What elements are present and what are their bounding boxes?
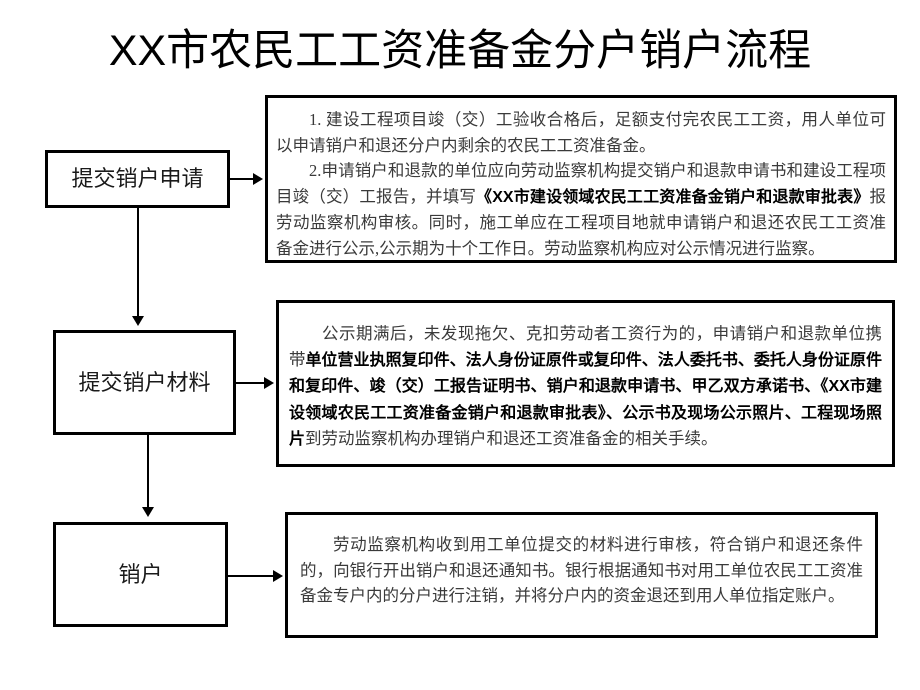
emphasis-text: 《XX市建设领域农民工工资准备金销户和退款审批表》 bbox=[476, 188, 870, 206]
detail-text: 公示期满后，未发现拖欠、克扣劳动者工资行为的，申请销户和退款单位携带单位营业执照… bbox=[279, 303, 892, 459]
arrow-down-icon bbox=[132, 316, 144, 326]
arrow-right-icon bbox=[253, 173, 263, 185]
stage-box-close-account[interactable]: 销户 bbox=[53, 522, 228, 627]
stage-label: 提交销户申请 bbox=[71, 166, 204, 191]
detail-box-submit-materials: 公示期满后，未发现拖欠、克扣劳动者工资行为的，申请销户和退款单位携带单位营业执照… bbox=[276, 300, 895, 467]
body-text: 2.申请销户和退款的单位应向劳动监察机构提交销户和退款申请书和建设工程项目竣（交… bbox=[276, 161, 886, 206]
detail-box-submit-application: 1. 建设工程项目竣（交）工验收合格后，足额支付完农民工工资，用人单位可以申请销… bbox=[265, 95, 897, 263]
detail-paragraph: 2.申请销户和退款的单位应向劳动监察机构提交销户和退款申请书和建设工程项目竣（交… bbox=[276, 158, 886, 261]
detail-paragraph: 公示期满后，未发现拖欠、克扣劳动者工资行为的，申请销户和退款单位携带单位营业执照… bbox=[289, 321, 882, 453]
emphasis-text: 单位营业执照复印件、法人身份证原件或复印件、法人委托书、委托人身份证原件和复印件… bbox=[289, 351, 882, 449]
connector-stage2-to-stage3 bbox=[147, 435, 149, 509]
detail-text: 劳动监察机构收到用工单位提交的材料进行审核，符合销户和退还条件的，向银行开出销户… bbox=[288, 515, 875, 615]
connector-stage3-to-detail3 bbox=[228, 575, 275, 577]
body-text: 1. 建设工程项目竣（交）工验收合格后，足额支付完农民工工资，用人单位可以申请销… bbox=[276, 110, 886, 155]
stage-box-submit-materials[interactable]: 提交销户材料 bbox=[53, 330, 236, 435]
connector-stage1-to-detail1 bbox=[230, 178, 255, 180]
page-title: XX市农民工工资准备金分户销户流程 bbox=[108, 27, 812, 75]
arrow-right-icon bbox=[264, 377, 274, 389]
body-text: 到劳动监察机构办理销户和退还工资准备金的相关手续。 bbox=[305, 429, 718, 448]
body-text: 公示期满后，未发现拖欠、克扣劳动者工资行为的，申请销户和退款单位携带 bbox=[289, 324, 882, 369]
body-text: 报劳动监察机构审核。同时，施工单应在工程项目地就申请销户和退还农民工工资准备金进… bbox=[276, 186, 886, 258]
detail-text: 1. 建设工程项目竣（交）工验收合格后，足额支付完农民工工资，用人单位可以申请销… bbox=[268, 98, 894, 267]
arrow-down-icon bbox=[142, 507, 154, 517]
detail-box-close-account: 劳动监察机构收到用工单位提交的材料进行审核，符合销户和退还条件的，向银行开出销户… bbox=[285, 512, 878, 638]
detail-paragraph: 劳动监察机构收到用工单位提交的材料进行审核，符合销户和退还条件的，向银行开出销户… bbox=[300, 532, 863, 609]
detail-paragraph: 1. 建设工程项目竣（交）工验收合格后，足额支付完农民工工资，用人单位可以申请销… bbox=[276, 107, 886, 158]
stage-label: 提交销户材料 bbox=[78, 369, 211, 395]
body-text: 劳动监察机构收到用工单位提交的材料进行审核，符合销户和退还条件的，向银行开出销户… bbox=[300, 535, 863, 605]
stage-box-submit-application[interactable]: 提交销户申请 bbox=[45, 150, 230, 208]
arrow-right-icon bbox=[273, 570, 283, 582]
connector-stage1-to-stage2 bbox=[137, 208, 139, 318]
connector-stage2-to-detail2 bbox=[236, 382, 266, 384]
stage-label: 销户 bbox=[118, 561, 163, 587]
